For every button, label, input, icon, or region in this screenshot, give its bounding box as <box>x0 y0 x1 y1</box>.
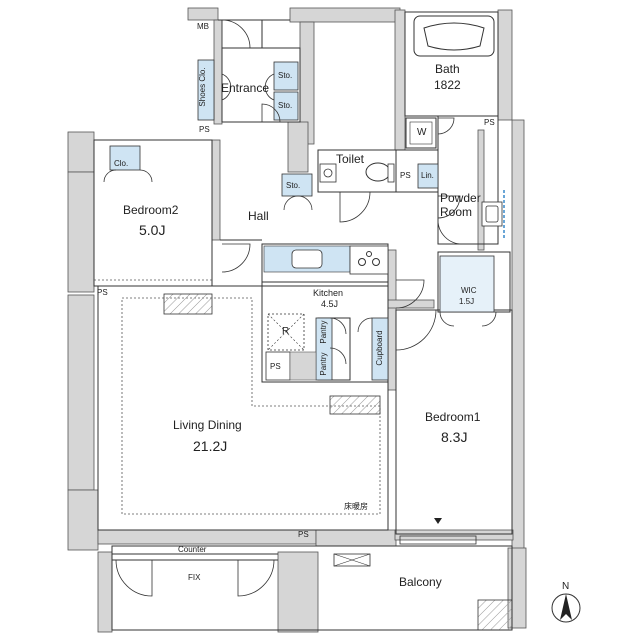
entrance-label: Entrance <box>221 81 270 95</box>
closet-label: Clo. <box>114 159 129 168</box>
toilet-sink <box>319 163 337 183</box>
storage-label-hall: Sto. <box>286 181 301 190</box>
toilet-label: Toilet <box>336 152 365 166</box>
bath-label: Bath <box>435 62 460 76</box>
refrigerator-label: R <box>282 326 290 337</box>
washer-label: W <box>417 127 427 138</box>
balcony-unit <box>477 599 513 631</box>
ps-label-kitchen: PS <box>270 362 281 371</box>
door-swings <box>103 19 497 597</box>
bath-size-label: 1822 <box>434 78 461 92</box>
bathtub <box>413 15 495 57</box>
ps-label-entrance: PS <box>199 125 210 134</box>
bedroom1-label: Bedroom1 <box>425 410 481 424</box>
kitchen-grey-box <box>289 351 317 381</box>
ac-sleeve-living <box>163 293 213 315</box>
toilet-fixture <box>365 162 391 182</box>
kitchen-area: 4.5J <box>321 299 339 309</box>
window-marker <box>434 518 442 524</box>
storage-areas <box>109 59 495 381</box>
balcony-label: Balcony <box>399 575 442 589</box>
living-dining-area: 21.2J <box>193 438 228 454</box>
powder-room-label: Powder Room <box>440 191 481 220</box>
storage-label-1: Sto. <box>278 71 293 80</box>
washbasin <box>481 201 503 227</box>
stove <box>349 245 389 275</box>
ps-label-toilet: PS <box>400 171 411 180</box>
balcony-window-left <box>333 553 371 567</box>
ps-label-bedroom2: PS <box>97 288 108 297</box>
north-compass-icon <box>551 593 581 623</box>
bedroom2-label: Bedroom2 <box>123 203 179 217</box>
pantry-label-2: Pantry <box>319 352 328 376</box>
fix-label: FIX <box>188 573 201 582</box>
floor-heating-label: 床暖房 <box>344 502 368 511</box>
wic-label: WIC <box>461 286 477 295</box>
ac-sleeve-dining <box>329 395 381 415</box>
bedroom1-area: 8.3J <box>441 429 468 445</box>
storage-label-2: Sto. <box>278 101 293 110</box>
kitchen-label: Kitchen <box>313 288 344 298</box>
shoes-closet-label: Shoes Clo. <box>198 67 207 107</box>
compass-label: N <box>562 581 570 592</box>
bedroom2-area: 5.0J <box>139 222 166 238</box>
living-dining-label: Living Dining <box>173 418 242 432</box>
cupboard-label: Cupboard <box>375 330 384 366</box>
linen-label: Lin. <box>421 171 434 180</box>
hall-label: Hall <box>248 209 269 223</box>
refrigerator-space <box>267 313 305 351</box>
mb-label: MB <box>197 22 209 31</box>
counter-label: Counter <box>178 545 207 554</box>
kitchen-sink <box>291 249 323 269</box>
wic-area: 1.5J <box>459 297 475 306</box>
washing-machine <box>405 117 437 149</box>
interior-lines <box>93 11 513 631</box>
ps-label-living: PS <box>298 530 309 539</box>
ps-label-bath: PS <box>484 118 495 127</box>
bedroom-window <box>399 535 477 545</box>
